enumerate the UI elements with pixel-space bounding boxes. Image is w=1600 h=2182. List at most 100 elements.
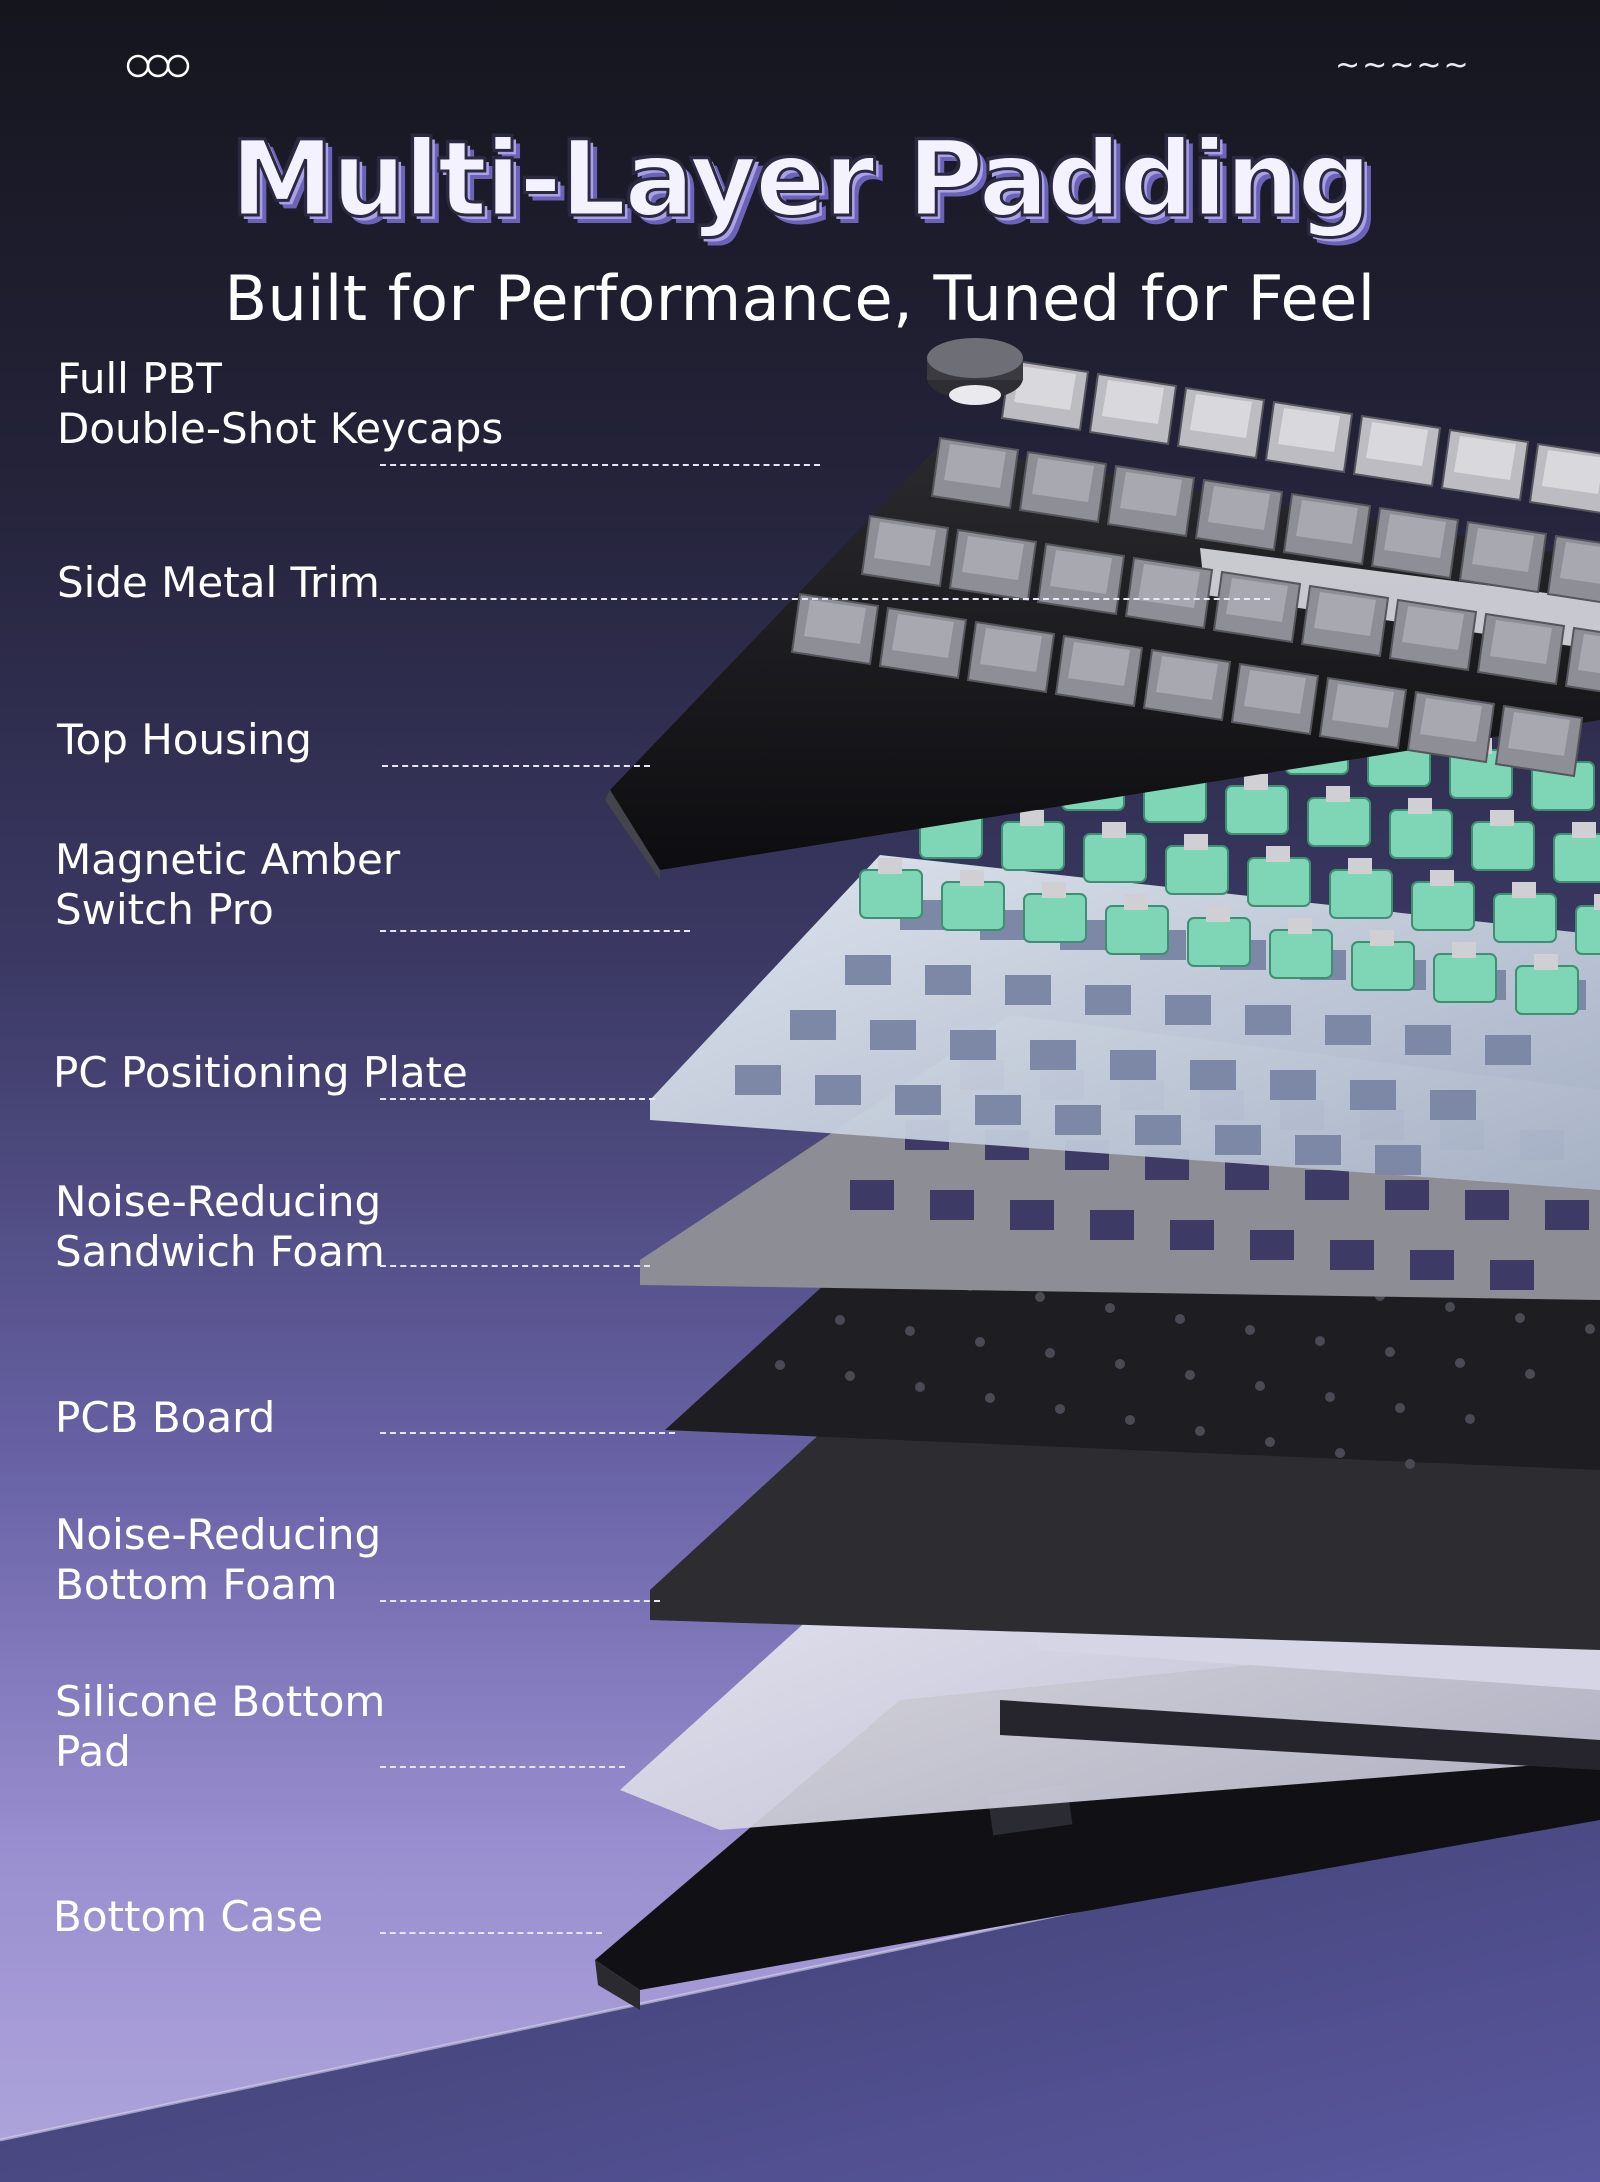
plate-cutout: [815, 1075, 861, 1105]
pc-positioning-plate-layer: [650, 855, 1600, 1190]
label-bottom-case: Bottom Case: [53, 1892, 324, 1941]
label-bottom-foam: Noise-Reducing Bottom Foam: [55, 1510, 382, 1609]
plate-cutout: [845, 955, 891, 985]
magnetic-switch: [1247, 857, 1311, 907]
keycap-top: [1578, 634, 1600, 674]
keycap-top: [1050, 550, 1112, 594]
plate-cutout: [1295, 1135, 1341, 1165]
ornament-tildes: ~~~~~: [1335, 48, 1471, 83]
leader-silicone-pad: [380, 1766, 625, 1768]
pcb-hole: [1515, 1313, 1525, 1323]
keycap-top: [1454, 436, 1516, 480]
pcb-hole: [1265, 1437, 1275, 1447]
keycap-top: [1366, 422, 1428, 466]
pcb-hole: [1185, 1370, 1195, 1380]
switch-stem: [1184, 834, 1208, 850]
magnetic-switch: [1411, 881, 1475, 931]
plate-cutout: [975, 1095, 1021, 1125]
pcb-hole: [1325, 1392, 1335, 1402]
plate-cutout: [1135, 1115, 1181, 1145]
label-pcb: PCB Board: [55, 1393, 276, 1442]
keycap-top: [1156, 656, 1218, 700]
magnetic-switch: [1351, 941, 1415, 991]
keycap-top: [874, 522, 936, 566]
switch-stem: [1124, 894, 1148, 910]
label-pc-plate: PC Positioning Plate: [53, 1048, 468, 1097]
plate-cutout: [1110, 1050, 1156, 1080]
magnetic-switch: [1307, 797, 1371, 847]
keycap-top: [1402, 606, 1464, 650]
plate-cutout: [1215, 1125, 1261, 1155]
pcb-hole: [1125, 1415, 1135, 1425]
keycap-top: [804, 600, 866, 644]
keycap-top: [1068, 642, 1130, 686]
switch-stem: [1266, 846, 1290, 862]
switch-stem: [1408, 798, 1432, 814]
label-sandwich-foam: Noise-Reducing Sandwich Foam: [55, 1177, 385, 1276]
magnetic-switch: [1187, 917, 1251, 967]
keycap-top: [962, 536, 1024, 580]
foam-cutout: [1465, 1190, 1509, 1220]
keycap-top: [1314, 592, 1376, 636]
pcb-hole: [1055, 1404, 1065, 1414]
leader-switches: [380, 930, 690, 932]
switch-stem: [1452, 942, 1476, 958]
pcb-hole: [1195, 1426, 1205, 1436]
pcb-hole: [985, 1393, 995, 1403]
keycap-top: [1560, 542, 1600, 584]
pcb-hole: [1115, 1359, 1125, 1369]
foam-cutout: [1250, 1230, 1294, 1260]
pcb-hole: [1395, 1403, 1405, 1413]
plate-cutout: [1190, 1060, 1236, 1090]
leader-pc-plate: [380, 1098, 655, 1100]
foam-cutout: [1410, 1250, 1454, 1280]
plate-cutout: [925, 965, 971, 995]
magnetic-switch: [1433, 953, 1497, 1003]
keycap-top: [1226, 578, 1288, 622]
pcb-hole: [1445, 1302, 1455, 1312]
foam-cutout: [1490, 1260, 1534, 1290]
magnetic-switch: [1165, 845, 1229, 895]
keycap-top: [1120, 472, 1182, 516]
pcb-hole: [1245, 1325, 1255, 1335]
switch-stem: [1594, 894, 1600, 910]
magnetic-switch: [1105, 905, 1169, 955]
pcb-hole: [835, 1315, 845, 1325]
page-title: Multi-Layer Padding: [229, 117, 1373, 242]
keycap-top: [944, 444, 1006, 488]
switch-stem: [1348, 858, 1372, 874]
keycap-top: [1296, 500, 1358, 544]
foam-cutout: [1545, 1200, 1589, 1230]
magnetic-switch: [1575, 905, 1600, 955]
keycap-top: [1032, 458, 1094, 502]
pcb-hole: [1455, 1358, 1465, 1368]
magnetic-switch: [1389, 809, 1453, 859]
leader-metal-trim: [380, 598, 1270, 600]
switch-stem: [1206, 906, 1230, 922]
magnetic-switch: [859, 869, 923, 919]
switch-stem: [1490, 810, 1514, 826]
switch-stem: [960, 870, 984, 886]
keycap-top: [1014, 366, 1076, 410]
keycap-top: [1244, 670, 1306, 714]
pcb-hole: [1315, 1336, 1325, 1346]
switch-stem: [878, 858, 902, 874]
switch-stem: [1326, 786, 1350, 802]
foam-cutout: [850, 1180, 894, 1210]
magnetic-switch: [1515, 965, 1579, 1015]
keycaps-layer: [790, 358, 1600, 778]
plate-cutout: [1245, 1005, 1291, 1035]
magnetic-switch: [1493, 893, 1557, 943]
switch-stem: [1370, 930, 1394, 946]
switch-stem: [1430, 870, 1454, 886]
plate-cutout: [1405, 1025, 1451, 1055]
pcb-hole: [1525, 1369, 1535, 1379]
label-silicone-pad: Silicone Bottom Pad: [55, 1677, 386, 1776]
plate-cutout: [1055, 1105, 1101, 1135]
switch-stem: [1534, 954, 1558, 970]
pcb-hole: [975, 1337, 985, 1347]
keycap-top: [1490, 620, 1552, 664]
keycap-top: [1472, 528, 1534, 572]
plate-cutout: [735, 1065, 781, 1095]
